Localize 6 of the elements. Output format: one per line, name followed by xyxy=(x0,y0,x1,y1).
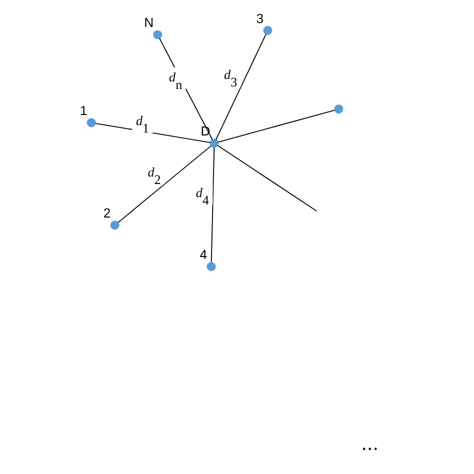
node-label: 1 xyxy=(79,103,87,118)
node-label: N xyxy=(144,15,154,30)
label: ... xyxy=(360,432,378,456)
node-label: 3 xyxy=(256,10,264,26)
node-label: 4 xyxy=(199,246,207,262)
node-label: 2 xyxy=(102,206,110,221)
